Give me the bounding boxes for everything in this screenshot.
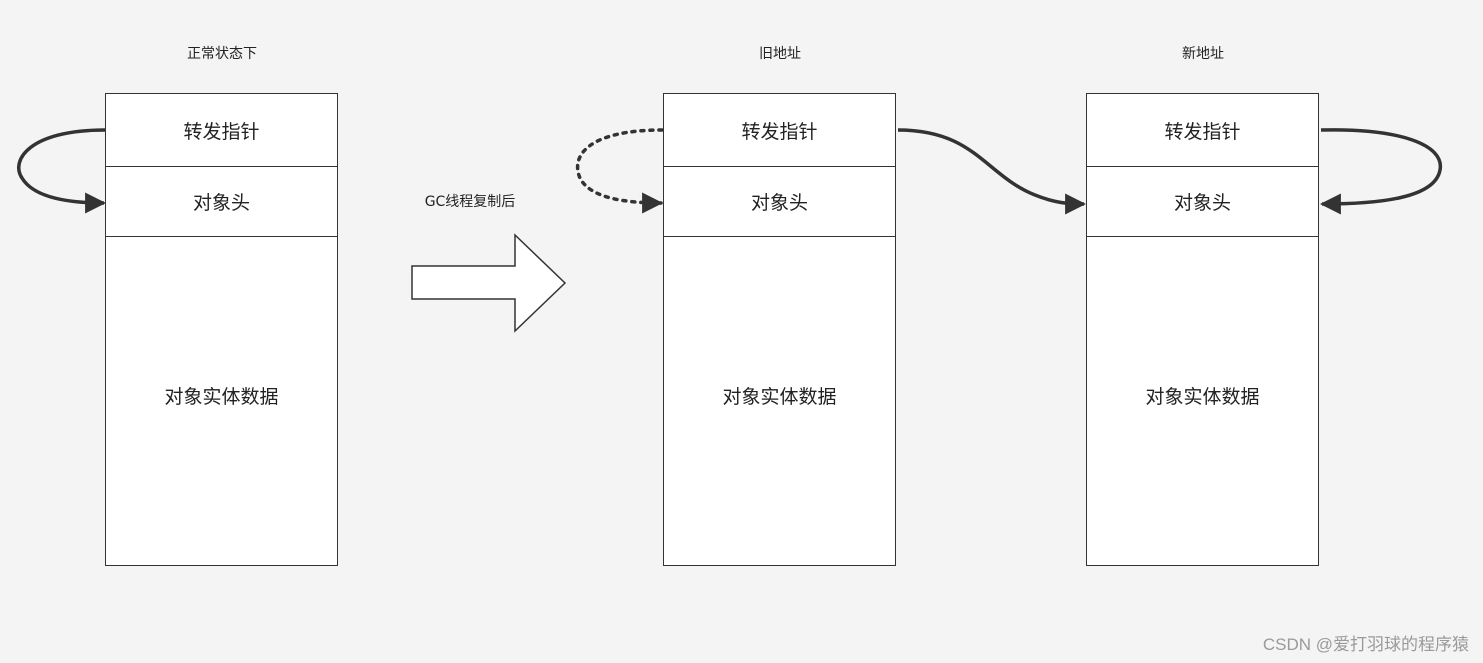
title-old-address: 旧地址 (759, 46, 801, 62)
new-self-loop-arrow (1319, 128, 1443, 215)
object-block-new: 转发指针 对象头 对象实体数据 (1086, 93, 1319, 566)
title-normal-state: 正常状态下 (187, 46, 257, 62)
object-data-cell: 对象实体数据 (722, 386, 837, 408)
forwarding-pointer-cell: 转发指针 (664, 94, 895, 167)
object-data-cell: 对象实体数据 (1145, 386, 1260, 408)
forward-to-new-arrow (897, 128, 1087, 215)
self-loop-arrow (17, 128, 107, 214)
object-block-normal: 转发指针 对象头 对象实体数据 (105, 93, 338, 566)
dotted-old-pointer-arrow (575, 128, 664, 214)
object-header-cell: 对象头 (664, 166, 895, 237)
transition-arrow-icon (411, 233, 567, 333)
forwarding-pointer-cell: 转发指针 (106, 94, 337, 167)
title-new-address: 新地址 (1182, 46, 1224, 62)
object-data-cell: 对象实体数据 (164, 386, 279, 408)
object-header-cell: 对象头 (1087, 166, 1318, 237)
gc-copy-label: GC线程复制后 (424, 194, 516, 210)
watermark: CSDN @爱打羽球的程序猿 (1262, 635, 1469, 654)
forwarding-pointer-cell: 转发指针 (1087, 94, 1318, 167)
object-header-cell: 对象头 (106, 166, 337, 237)
object-block-old: 转发指针 对象头 对象实体数据 (663, 93, 896, 566)
